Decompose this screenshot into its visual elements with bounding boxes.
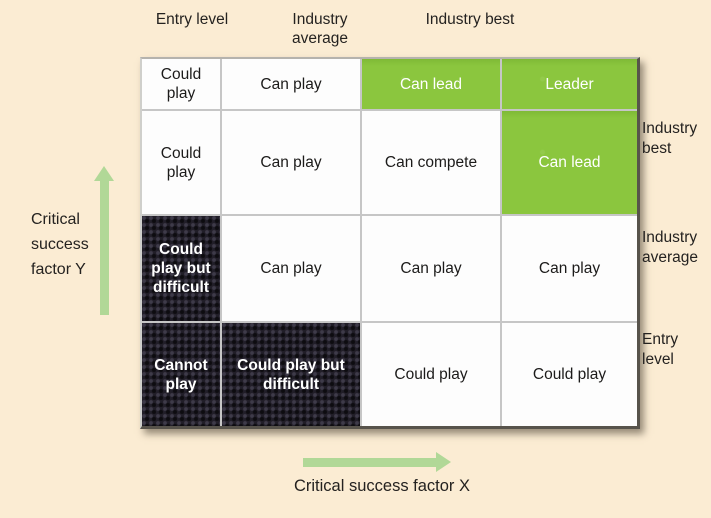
matrix-cell: Can play bbox=[362, 216, 500, 321]
matrix-table: Could play Can play Can lead Leader Coul… bbox=[140, 57, 640, 429]
x-axis-arrow-icon bbox=[303, 452, 451, 472]
matrix-cell: Can compete bbox=[362, 111, 500, 214]
matrix-cell: Could play bbox=[502, 323, 637, 426]
matrix-cell: Can play bbox=[222, 111, 360, 214]
matrix-cell: Cannot play bbox=[142, 323, 220, 426]
row-label-industry-average: Industry average bbox=[642, 229, 699, 266]
matrix-cell: Could play bbox=[362, 323, 500, 426]
row-label-industry-best: Industry best bbox=[642, 120, 698, 157]
matrix-cell: Can play bbox=[222, 59, 360, 109]
matrix-cell: Could play but difficult bbox=[142, 216, 220, 321]
y-axis-label: Critical success factor Y bbox=[31, 211, 89, 278]
y-axis-arrow-icon bbox=[93, 166, 115, 316]
matrix-cell: Can lead bbox=[502, 111, 637, 214]
matrix-cell: Can play bbox=[222, 216, 360, 321]
matrix-cell: Can lead bbox=[362, 59, 500, 109]
matrix-cell: Leader bbox=[502, 59, 637, 109]
matrix-cell: Could play but difficult bbox=[222, 323, 360, 426]
row-label-entry-level: Entry level bbox=[642, 331, 679, 368]
x-axis-label: Critical success factor X bbox=[293, 477, 471, 495]
matrix-cell: Can play bbox=[502, 216, 637, 321]
column-header-industry-best: Industry best bbox=[425, 11, 515, 28]
column-header-entry-level: Entry level bbox=[155, 11, 229, 28]
matrix-cell: Could play bbox=[142, 111, 220, 214]
column-header-industry-average: Industry average bbox=[291, 11, 348, 47]
matrix-cell: Could play bbox=[142, 59, 220, 109]
